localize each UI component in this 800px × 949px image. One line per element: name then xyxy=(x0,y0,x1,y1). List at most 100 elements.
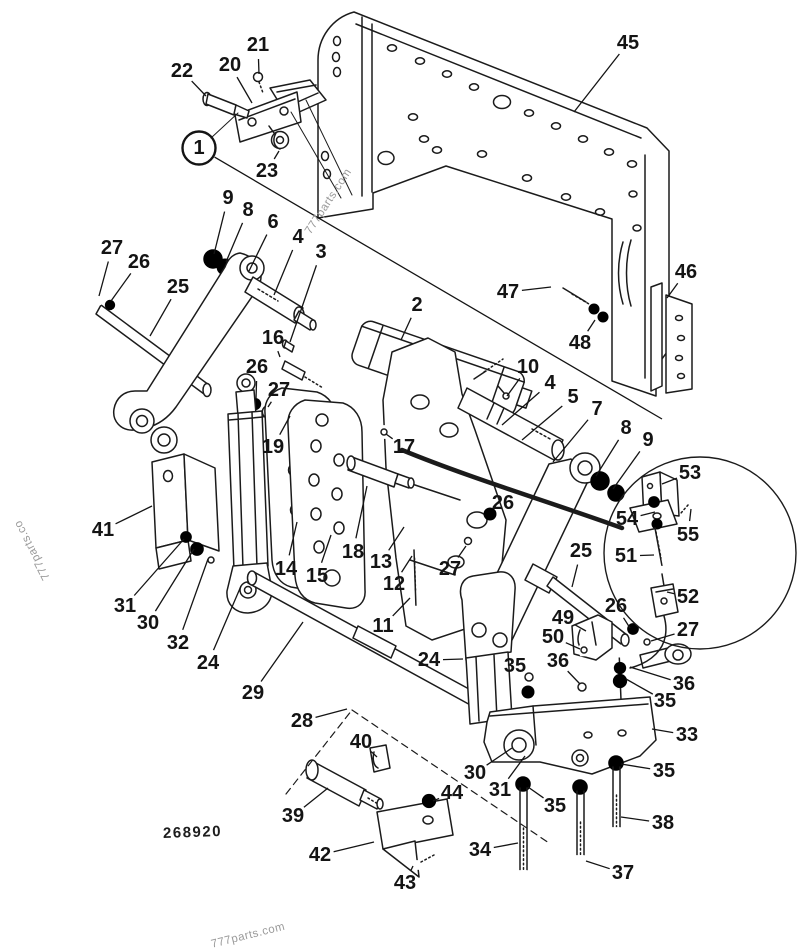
leader-line-16 xyxy=(277,350,281,358)
callout-label-15: 15 xyxy=(306,565,328,587)
leader-line-31 xyxy=(133,538,185,596)
callout-label-8: 8 xyxy=(620,417,631,439)
leader-line-38 xyxy=(620,816,650,822)
callout-label-30: 30 xyxy=(137,612,159,634)
callout-label-35: 35 xyxy=(654,690,676,712)
callout-label-32: 32 xyxy=(167,632,189,654)
leader-line-23 xyxy=(273,150,280,160)
callout-label-35: 35 xyxy=(653,760,675,782)
callout-label-43: 43 xyxy=(394,872,416,894)
callout-label-29: 29 xyxy=(242,682,264,704)
callout-label-8: 8 xyxy=(242,199,253,221)
right-ram xyxy=(459,571,516,725)
callout-circle-1 xyxy=(181,130,217,166)
callout-label-23: 23 xyxy=(256,160,278,182)
leader-line-42 xyxy=(333,841,375,853)
callout-label-9: 9 xyxy=(222,187,233,209)
leader-line-22 xyxy=(191,80,207,97)
leader-line-3 xyxy=(289,265,318,343)
leader-line-48 xyxy=(587,319,596,332)
leader-line-12 xyxy=(401,555,413,573)
leader-line-13 xyxy=(388,526,405,551)
leader-line-37 xyxy=(585,860,610,870)
callout-label-4: 4 xyxy=(544,372,556,394)
callout-label-17: 17 xyxy=(393,436,415,458)
detail-swoosh xyxy=(399,447,625,531)
leader-line-10 xyxy=(506,377,521,397)
callout-label-3: 3 xyxy=(315,241,326,263)
callout-label-14: 14 xyxy=(275,558,298,580)
leader-line-32 xyxy=(182,558,209,631)
callout-label-36: 36 xyxy=(547,650,569,672)
callout-label-2: 2 xyxy=(411,294,422,316)
callout-label-33: 33 xyxy=(676,724,698,746)
leader-line-25 xyxy=(149,298,172,337)
alignment-dashes xyxy=(285,709,550,844)
callout-label-16: 16 xyxy=(262,327,284,349)
callout-label-39: 39 xyxy=(282,805,304,827)
leader-line-5 xyxy=(521,405,563,441)
leader-line-4 xyxy=(273,249,294,296)
leader-line-50 xyxy=(565,642,581,650)
callout-label-30: 30 xyxy=(464,762,486,784)
callout-label-6: 6 xyxy=(267,211,278,233)
callout-label-27: 27 xyxy=(101,237,123,259)
callout-label-22: 22 xyxy=(171,60,193,82)
callout-label-12: 12 xyxy=(383,573,405,595)
lower-bracket-group xyxy=(305,744,454,878)
side-plates xyxy=(264,387,424,619)
callout-label-24: 24 xyxy=(418,649,441,671)
clamp-bracket-49 xyxy=(520,614,628,701)
leader-line-26 xyxy=(110,272,132,302)
callout-label-18: 18 xyxy=(342,541,364,563)
callout-label-26: 26 xyxy=(492,492,514,514)
callout-label-31: 31 xyxy=(489,779,511,801)
leader-line-55 xyxy=(688,508,692,522)
leader-line-25 xyxy=(571,564,579,588)
callout-label-53: 53 xyxy=(679,462,701,484)
leader-line-27 xyxy=(457,545,467,558)
callout-label-4: 4 xyxy=(292,226,304,248)
leader-line-46 xyxy=(666,282,679,299)
callout-label-35: 35 xyxy=(504,655,526,677)
bolt-47-washers-48 xyxy=(550,278,609,323)
callout-label-37: 37 xyxy=(612,862,634,884)
leader-line-44 xyxy=(432,797,440,802)
callout-label-19: 19 xyxy=(262,436,284,458)
cylinder-top-stud xyxy=(473,358,504,380)
callout-label-55: 55 xyxy=(677,524,699,546)
callout-label-52: 52 xyxy=(677,586,699,608)
detail-circle xyxy=(603,456,797,669)
leader-line-31 xyxy=(507,755,526,780)
leader-line-36 xyxy=(629,666,671,681)
leader-line-26 xyxy=(622,617,631,629)
callout-label-1: 1 xyxy=(193,137,204,159)
leader-line-40 xyxy=(370,751,378,758)
leader-line-30 xyxy=(154,548,195,612)
leader-line-49 xyxy=(574,624,587,632)
callout-label-47: 47 xyxy=(497,281,519,303)
callout-label-54: 54 xyxy=(616,508,639,530)
callout-label-36: 36 xyxy=(673,673,695,695)
callout-label-50: 50 xyxy=(542,626,564,648)
leader-line-51 xyxy=(639,554,655,557)
leader-line-7 xyxy=(552,419,589,463)
leader-line-54 xyxy=(640,511,656,517)
leader-line-11 xyxy=(392,597,411,617)
bracket-41 xyxy=(151,453,220,570)
leader-line-14 xyxy=(288,521,298,556)
callout-label-48: 48 xyxy=(569,332,591,354)
bracket-plates-46 xyxy=(650,282,693,394)
callout-label-20: 20 xyxy=(219,54,241,76)
drawing-number: 268920 xyxy=(162,822,223,843)
callout-label-7: 7 xyxy=(591,398,602,420)
leader-line-52 xyxy=(666,591,675,595)
leader-line-30 xyxy=(486,747,513,766)
callout-label-10: 10 xyxy=(517,356,539,378)
leader-line-39 xyxy=(303,787,329,808)
callout-label-45: 45 xyxy=(617,32,639,54)
leader-line-33 xyxy=(651,728,674,734)
leader-line-35 xyxy=(620,763,651,770)
callout-label-40: 40 xyxy=(350,731,372,753)
